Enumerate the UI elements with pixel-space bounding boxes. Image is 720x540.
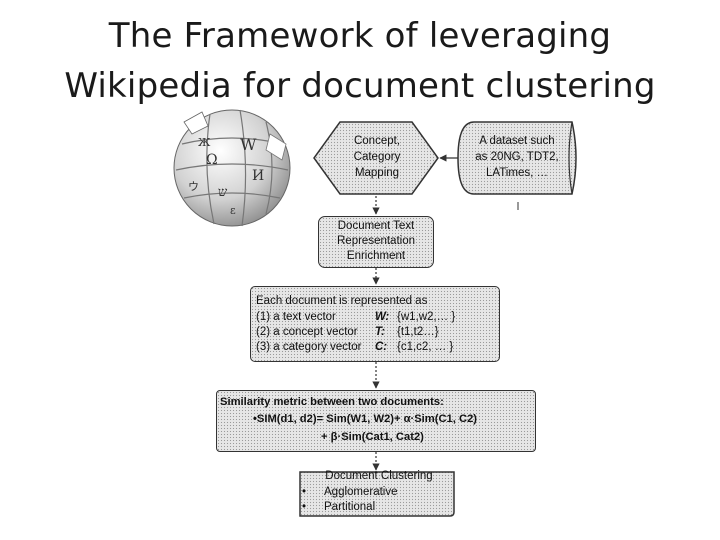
enrichment-box-line-1: Document Text: [337, 220, 415, 232]
representation-row-3-value: {c1,c2, … }: [397, 341, 454, 353]
dataset-box-line-1: A dataset such: [479, 135, 555, 147]
similarity-box: Similarity metric between two documents:…: [216, 390, 536, 452]
representation-box: Each document is represented as (1) a te…: [250, 286, 500, 362]
svg-text:Ж: Ж: [198, 136, 211, 149]
svg-text:ש: ש: [218, 185, 228, 200]
enrichment-box-line-3: Enrichment: [346, 250, 406, 262]
clustering-item-2-label: Partitional: [324, 501, 376, 513]
dataset-box-line-2: as 20NG, TDT2,: [475, 151, 559, 163]
enrichment-box-line-2: Representation: [337, 235, 415, 247]
mapping-box-line-3: Mapping: [354, 167, 400, 179]
svg-text:ε: ε: [230, 204, 236, 217]
clustering-item-2: • Partitional: [302, 500, 452, 515]
representation-row-2-value: {t1,t2…}: [397, 326, 439, 338]
clustering-item-1: • Agglomerative: [302, 485, 452, 500]
representation-row-3-label: (3) a category vector: [256, 341, 362, 353]
representation-heading: Each document is represented as: [256, 295, 428, 307]
representation-row-3-symbol: C:: [375, 341, 388, 353]
bullet-icon: •: [302, 486, 307, 498]
svg-text:И: И: [252, 168, 264, 184]
svg-text:ウ: ウ: [188, 180, 199, 193]
page-title-line-2: Wikipedia for document clustering: [64, 66, 656, 106]
similarity-formula-line-1-text: SIM(d1, d2)= Sim(W1, W2)+ α·Sim(C1, C2): [256, 413, 478, 425]
representation-row-1-value: {w1,w2,… }: [397, 311, 456, 323]
similarity-formula-line-1: •SIM(d1, d2)= Sim(W1, W2)+ α·Sim(C1, C2): [253, 412, 533, 427]
clustering-heading: Document Clustering: [325, 470, 433, 482]
representation-row-2-symbol: T:: [375, 326, 386, 338]
mapping-box-line-2: Category: [353, 151, 401, 163]
clustering-item-1-label: Agglomerative: [324, 486, 398, 498]
bullet-icon: •: [253, 413, 257, 425]
similarity-heading: Similarity metric between two documents:: [220, 396, 444, 408]
svg-text:W: W: [240, 135, 257, 154]
wikipedia-globe-icon: Ω W И ウ ש Ж ε: [173, 109, 291, 227]
enrichment-box: Document Text Representation Enrichment: [318, 216, 434, 268]
bullet-icon: •: [302, 501, 307, 513]
representation-row-2-label: (2) a concept vector: [256, 326, 358, 338]
representation-row-1-label: (1) a text vector: [256, 311, 336, 323]
similarity-formula-line-2: + β·Sim(Cat1, Cat2): [321, 431, 424, 443]
dataset-box-line-3: LATimes, …: [486, 167, 548, 179]
mapping-box-line-1: Concept,: [353, 135, 401, 147]
svg-text:Ω: Ω: [206, 152, 218, 168]
page-title-line-1: The Framework of leveraging: [108, 16, 612, 56]
representation-row-1-symbol: W:: [375, 311, 390, 323]
